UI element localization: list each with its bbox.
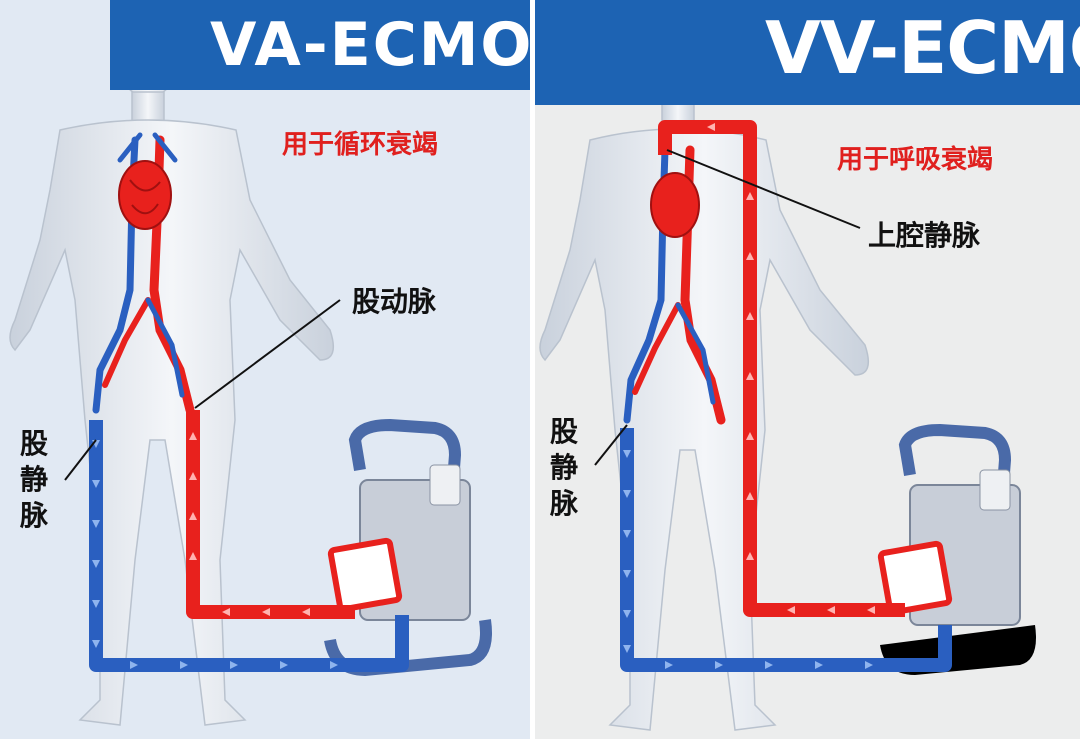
ecmo-machine-icon (324, 418, 492, 677)
vein-leader-line (64, 439, 97, 481)
flow-arrows-red (189, 432, 310, 616)
svc-label: 上腔静脉 (868, 219, 981, 252)
va-ecmo-panel: VA-ECMO 用于循环衰竭 股动脉 股静脉 (0, 0, 530, 739)
svc-leader-line (666, 149, 861, 229)
artery-leader-line (194, 299, 341, 409)
femoral-vein-label: 股静脉 (549, 415, 578, 520)
vv-illustration (539, 15, 1036, 731)
va-subtitle: 用于循环衰竭 (282, 130, 439, 160)
vessel-tree (92, 132, 195, 415)
flow-arrows (92, 440, 338, 669)
venous-drainage-line (89, 420, 409, 672)
flow-arrows (623, 450, 873, 669)
oxygenated-return-line (658, 120, 905, 617)
vv-title-banner: VV-ECMO (535, 0, 1080, 105)
ecmo-machine-icon (877, 423, 1036, 675)
vein-leader-line (594, 424, 628, 466)
vv-subtitle: 用于呼吸衰竭 (837, 145, 994, 175)
flow-arrows-red (707, 123, 875, 614)
va-illustration (9, 12, 492, 726)
vv-ecmo-panel: VV-ECMO 用于呼吸衰竭 上腔静脉 股静脉 (535, 0, 1080, 739)
femoral-artery-label: 股动脉 (352, 285, 437, 318)
heart-icon (118, 160, 172, 230)
femoral-vein-label: 股静脉 (19, 427, 48, 532)
vv-title: VV-ECMO (765, 6, 1080, 90)
va-title: VA-ECMO (210, 10, 530, 80)
va-title-banner: VA-ECMO (110, 0, 530, 90)
heart-icon (650, 172, 700, 238)
venous-drainage-line (620, 428, 952, 672)
